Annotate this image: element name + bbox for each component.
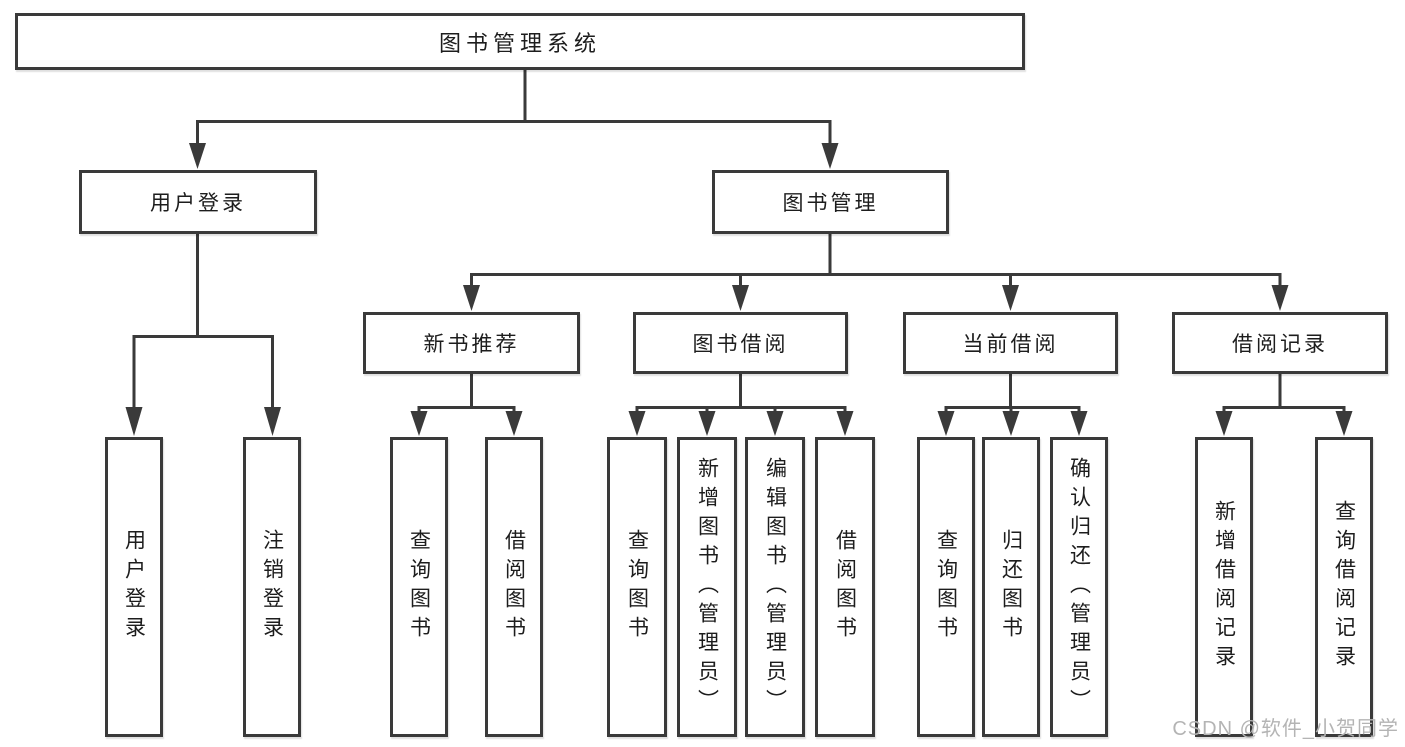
wire-userlogin-to-leaves	[132, 234, 274, 410]
node-label: 借阅记录	[1232, 333, 1328, 356]
node-label: 新增图书（管理员）	[695, 456, 719, 718]
node-label: 查询图书	[934, 529, 958, 645]
leaf-query-books-current: 查询图书	[917, 437, 975, 737]
arrowhead	[505, 411, 523, 436]
arrowhead	[1271, 285, 1289, 311]
node-label: 图书管理	[782, 192, 879, 215]
leaf-borrow-books-recommend: 借阅图书	[485, 437, 543, 737]
node-label: 新增借阅记录	[1212, 500, 1236, 674]
arrowhead	[836, 411, 854, 436]
node-label: 当前借阅	[962, 333, 1059, 356]
node-book-management: 图书管理	[712, 170, 949, 234]
wire-newbook-to-leaves	[417, 374, 516, 415]
leaf-confirm-return-admin: 确认归还（管理员）	[1050, 437, 1108, 737]
node-label: 注销登录	[260, 529, 284, 645]
arrowheads	[125, 143, 1353, 436]
leaf-borrow-books-borrowing: 借阅图书	[815, 437, 875, 737]
wire-records-to-leaves	[1222, 374, 1346, 415]
leaf-query-borrow-record: 查询借阅记录	[1315, 437, 1373, 737]
node-label: 用户登录	[122, 529, 146, 645]
arrowhead	[1002, 411, 1020, 436]
arrowhead	[125, 407, 143, 436]
node-system-root: 图书管理系统	[15, 13, 1025, 70]
node-label: 借阅图书	[833, 529, 857, 645]
wire-bookmgmt-to-level3	[470, 234, 1282, 288]
node-label: 借阅图书	[502, 529, 526, 645]
leaf-edit-book-admin: 编辑图书（管理员）	[745, 437, 805, 737]
connector-paths	[132, 70, 1346, 415]
leaf-logout: 注销登录	[243, 437, 301, 737]
arrowhead	[1335, 411, 1353, 436]
arrowhead	[1215, 411, 1233, 436]
leaf-query-books-recommend: 查询图书	[390, 437, 448, 737]
node-label: 查询图书	[407, 529, 431, 645]
leaf-return-books: 归还图书	[982, 437, 1040, 737]
arrowhead	[1070, 411, 1088, 436]
arrowhead	[410, 411, 428, 436]
node-label: 查询图书	[625, 529, 649, 645]
arrowhead	[189, 143, 206, 169]
node-label: 编辑图书（管理员）	[763, 456, 787, 718]
wire-borrowing-to-leaves	[635, 374, 847, 415]
watermark: CSDN @软件_小贺同学	[1172, 718, 1399, 740]
node-book-borrowing: 图书借阅	[633, 312, 848, 374]
node-label: 确认归还（管理员）	[1067, 456, 1091, 718]
arrowhead	[264, 407, 281, 436]
arrowhead	[821, 143, 839, 169]
arrowhead	[766, 411, 784, 436]
node-label: 图书管理系统	[438, 30, 601, 56]
leaf-add-book-admin: 新增图书（管理员）	[677, 437, 737, 737]
node-label: 查询借阅记录	[1332, 500, 1356, 674]
arrowhead	[1002, 285, 1019, 311]
leaf-add-borrow-record: 新增借阅记录	[1195, 437, 1253, 737]
node-new-book-recommendation: 新书推荐	[363, 312, 580, 374]
arrowhead	[937, 411, 955, 436]
leaf-query-books-borrowing: 查询图书	[607, 437, 667, 737]
node-label: 用户登录	[150, 192, 246, 215]
arrowhead	[732, 285, 749, 311]
node-borrow-records: 借阅记录	[1172, 312, 1388, 374]
node-user-login: 用户登录	[79, 170, 317, 234]
wire-current-to-leaves	[944, 374, 1081, 415]
arrowhead	[698, 411, 716, 436]
arrowhead	[628, 411, 646, 436]
node-label: 图书借阅	[692, 333, 789, 356]
node-current-borrowing: 当前借阅	[903, 312, 1118, 374]
node-label: 归还图书	[999, 529, 1023, 645]
wire-root-to-level2	[196, 70, 832, 146]
leaf-user-login: 用户登录	[105, 437, 163, 737]
arrowhead	[463, 285, 480, 311]
node-label: 新书推荐	[423, 333, 520, 356]
